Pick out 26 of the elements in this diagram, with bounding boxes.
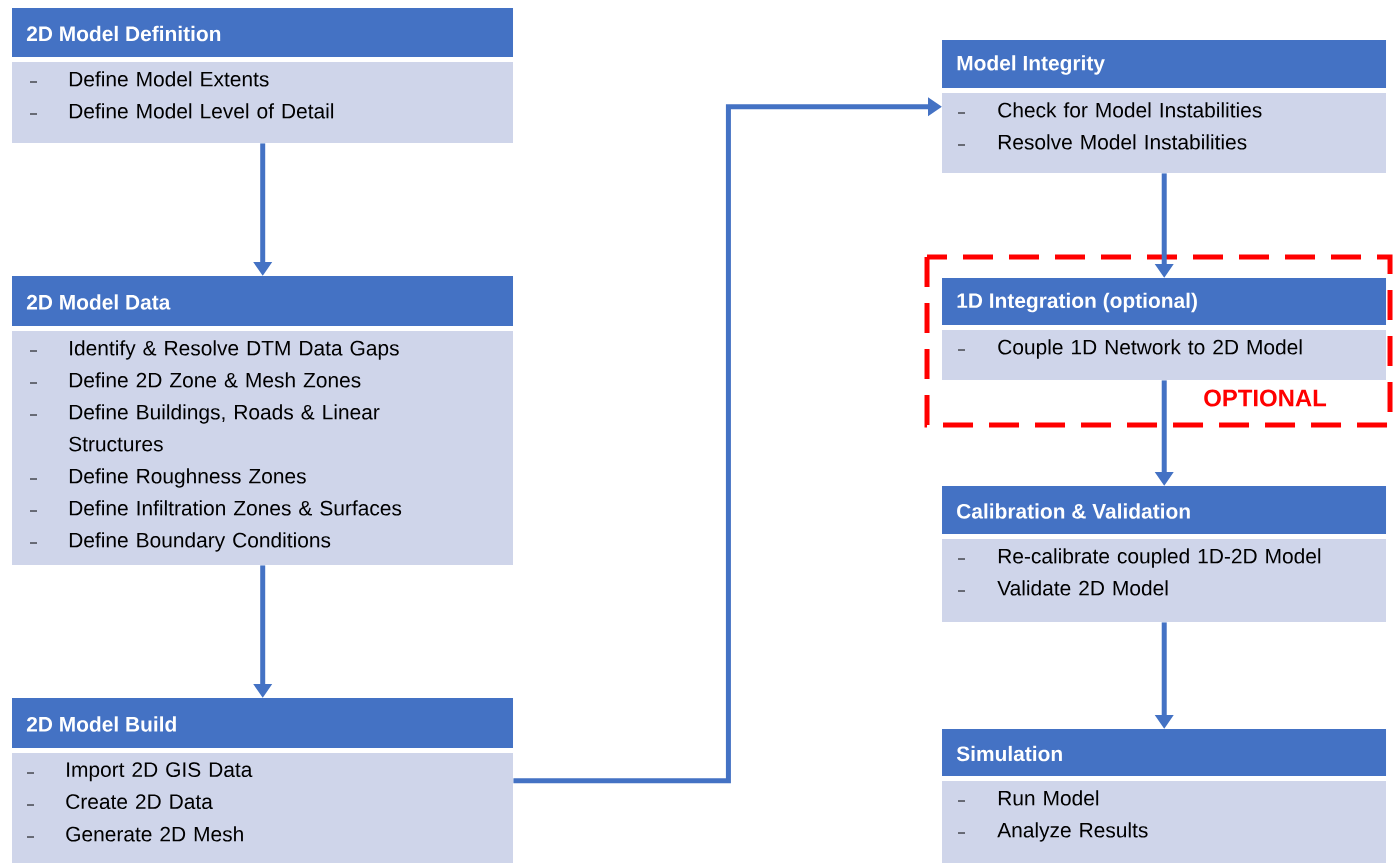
box-heading: 2D Model Definition: [12, 8, 513, 57]
list-item: Define Roughness Zones: [69, 468, 306, 488]
list-item: Run Model: [998, 790, 1099, 806]
list-item: Resolve Model Instabilities: [998, 134, 1247, 150]
box-heading: Simulation: [942, 729, 1386, 776]
box-heading: 2D Model Data: [12, 276, 513, 326]
list-item: Define Model Level of Detail: [69, 103, 334, 119]
list-item: Import 2D GIS Data: [67, 762, 253, 782]
region-label: OPTIONAL: [1204, 389, 1327, 407]
list-item: Generate 2D Mesh: [66, 826, 243, 842]
list-item: Analyze Results: [997, 822, 1148, 842]
list-item: Define 2D Zone & Mesh Zones: [69, 372, 361, 388]
box-heading: Calibration & Validation: [942, 486, 1386, 534]
list-item: Validate 2D Model: [997, 580, 1168, 596]
list-item: Define Model Extents: [69, 71, 269, 87]
list-item: Couple 1D Network to 2D Model: [998, 339, 1302, 359]
list-item: Define Buildings, Roads & Linear Structures: [69, 404, 380, 452]
list-item: Define Infiltration Zones & Surfaces: [69, 500, 402, 516]
list-item: Create 2D Data: [66, 794, 213, 809]
list-item: Re-calibrate coupled 1D-2D Model: [998, 548, 1321, 568]
list-item: Check for Model Instabilities: [998, 102, 1262, 118]
list-item: Identify & Resolve DTM Data Gaps: [70, 340, 399, 360]
box-heading: 1D Integration (optional): [942, 278, 1386, 325]
box-heading: Model Integrity: [942, 40, 1386, 88]
box-heading: 2D Model Build: [12, 698, 513, 748]
list-item: Define Boundary Conditions: [69, 532, 331, 552]
